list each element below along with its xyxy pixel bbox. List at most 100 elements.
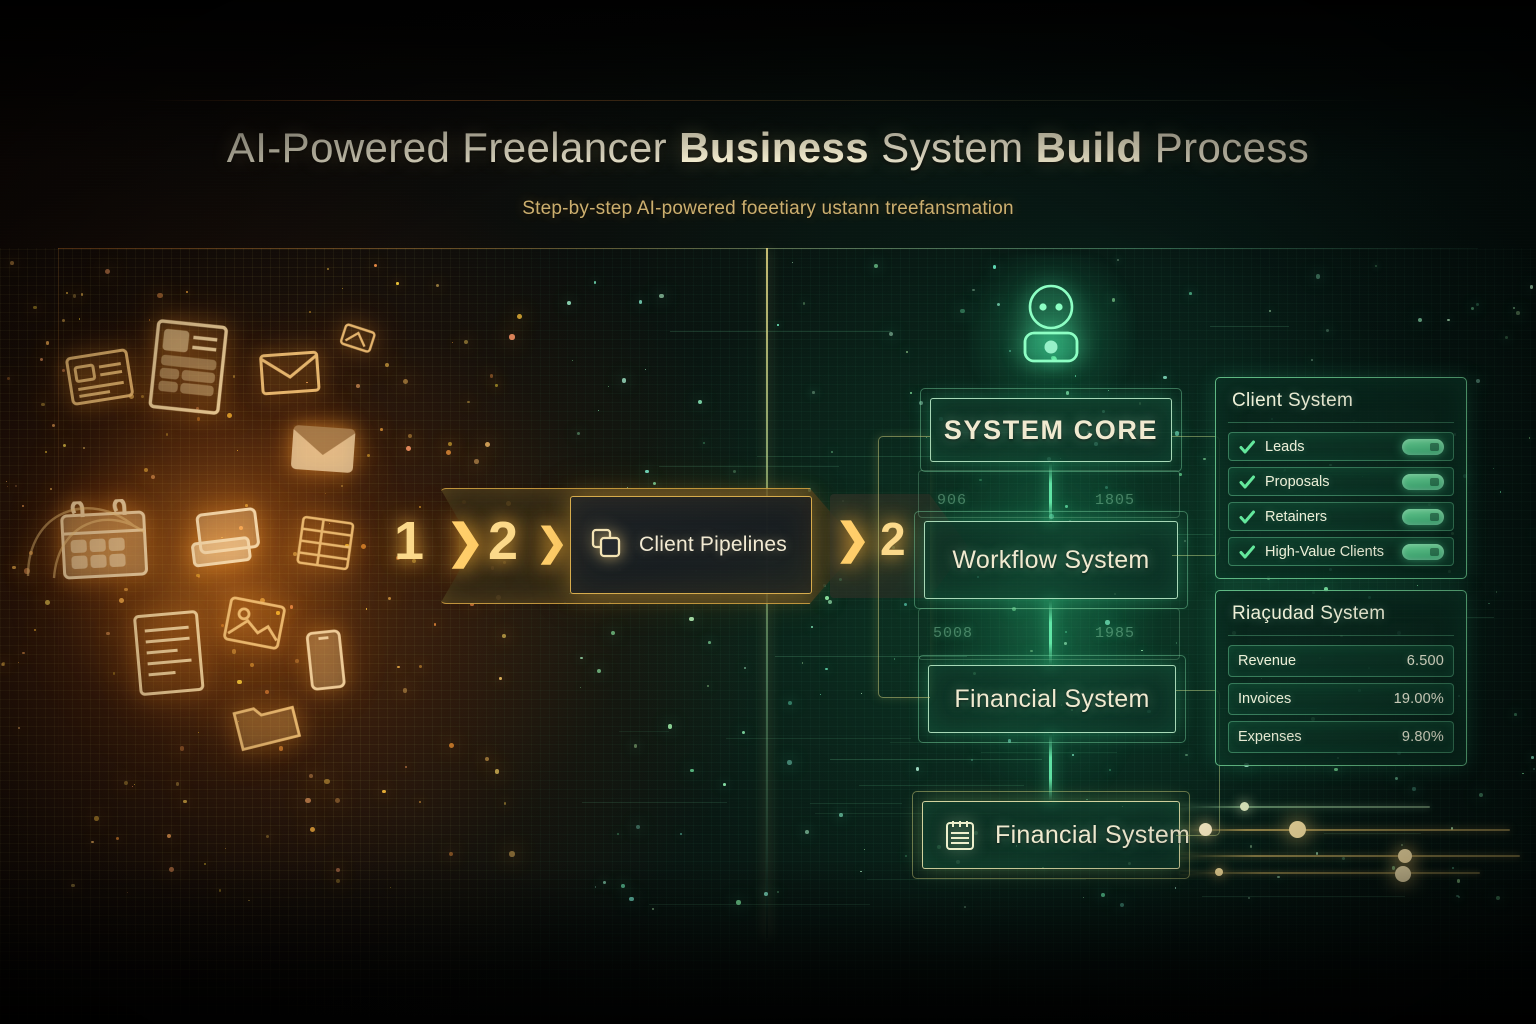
toggle-pill[interactable] — [1402, 543, 1444, 560]
circuit-trace — [1323, 832, 1422, 834]
particle — [621, 883, 626, 888]
particle — [1522, 772, 1524, 775]
top-divider-rule — [140, 100, 1396, 101]
title-part-1: Business — [679, 124, 882, 171]
particle — [874, 263, 878, 268]
panel-financial-metrics-title: Riaçudad System — [1228, 601, 1454, 636]
node-financial-system-label: Financial System — [954, 684, 1150, 713]
client-pipelines-card[interactable]: Client Pipelines — [570, 496, 812, 594]
particle — [1495, 895, 1500, 900]
table-row[interactable]: Expenses 9.80% — [1228, 721, 1454, 753]
document-icon — [147, 318, 229, 420]
title-part-4: Process — [1154, 124, 1310, 171]
step-number-2: 2 — [488, 511, 519, 571]
chaotic-document-icon-cluster — [0, 260, 500, 900]
table-row[interactable]: Invoices 19.00% — [1228, 683, 1454, 715]
particle — [509, 334, 515, 340]
step-number-1: 1 — [394, 511, 425, 571]
particle — [788, 700, 792, 705]
mail-filled-icon — [288, 423, 358, 480]
report-document-icon — [132, 609, 205, 701]
title-part-2: System — [881, 124, 1036, 171]
particle — [1475, 302, 1479, 306]
particle — [680, 832, 683, 835]
particle — [1401, 843, 1403, 846]
panel-client-system: Client System Leads Proposals — [1215, 377, 1467, 579]
node-financial-system[interactable]: Financial System — [918, 655, 1186, 743]
particle — [1505, 336, 1508, 339]
particle — [1412, 787, 1416, 791]
data-node — [1215, 868, 1223, 876]
circuit-trace — [725, 738, 911, 740]
list-item[interactable]: Proposals — [1228, 467, 1454, 496]
node-financial-system-detail[interactable]: Financial System — [912, 791, 1190, 879]
list-item[interactable]: High-Value Clients — [1228, 537, 1454, 566]
list-item-label: Retainers — [1265, 508, 1328, 525]
particle — [1268, 309, 1271, 312]
particle — [645, 469, 649, 474]
metric-label: Invoices — [1238, 691, 1292, 707]
data-node — [1398, 849, 1412, 863]
particle — [667, 724, 672, 729]
circuit-trace — [1209, 326, 1289, 328]
toggle-pill[interactable] — [1402, 508, 1444, 525]
table-row[interactable]: Revenue 6.500 — [1228, 645, 1454, 677]
particle — [1529, 285, 1534, 289]
particle — [652, 481, 657, 485]
list-item[interactable]: Leads — [1228, 432, 1454, 461]
page-title: AI-Powered Freelancer Business System Bu… — [0, 124, 1536, 172]
step-chevron-2: ❯ — [536, 522, 568, 564]
circuit-trace — [829, 759, 1042, 761]
circuit-trace — [809, 802, 902, 804]
particle — [629, 896, 634, 902]
data-node — [1395, 866, 1411, 882]
phone-icon — [305, 628, 348, 696]
particle — [1375, 265, 1377, 267]
node-workflow-system[interactable]: Workflow System — [914, 511, 1188, 609]
page-subtitle: Step-by-step AI-powered foeetiary ustann… — [522, 198, 1014, 219]
particle — [723, 782, 726, 786]
particle — [863, 848, 865, 850]
particle — [597, 409, 599, 411]
particle — [638, 300, 642, 304]
particle — [703, 442, 705, 445]
particle — [904, 855, 907, 858]
metric-value: 9.80% — [1401, 729, 1444, 745]
particle — [1188, 292, 1192, 295]
connection-arc — [24, 470, 174, 585]
spreadsheet-icon — [294, 515, 355, 577]
particle — [777, 324, 779, 326]
particle — [1417, 317, 1422, 322]
frame-upper — [918, 470, 1180, 518]
particle — [579, 686, 581, 688]
particle — [509, 851, 515, 857]
data-line — [1180, 806, 1430, 808]
circuit-trace — [889, 742, 1017, 744]
toggle-pill[interactable] — [1402, 438, 1444, 455]
document-lines-icon — [945, 819, 975, 851]
particle — [617, 832, 620, 835]
particle — [501, 633, 506, 638]
circuit-trace — [1202, 896, 1406, 898]
particle — [1101, 892, 1106, 897]
title-part-0: AI-Powered Freelancer — [226, 124, 680, 171]
particle — [825, 667, 828, 671]
particle — [1476, 378, 1480, 383]
toggle-pill[interactable] — [1402, 473, 1444, 490]
list-item-label: Leads — [1265, 438, 1305, 455]
particle — [787, 760, 792, 765]
particle — [1533, 768, 1535, 770]
particle — [596, 668, 602, 673]
node-system-core[interactable]: SYSTEM CORE — [920, 388, 1182, 472]
particle — [593, 281, 596, 284]
particle — [1341, 856, 1345, 860]
data-line — [1180, 829, 1510, 831]
list-item[interactable]: Retainers — [1228, 502, 1454, 531]
id-card-icon — [64, 347, 136, 411]
panel-client-system-title: Client System — [1228, 388, 1454, 423]
image-icon — [221, 595, 288, 656]
list-item-label: Proposals — [1265, 473, 1330, 490]
ai-robot-icon — [968, 255, 1134, 425]
circuit-trace — [648, 903, 870, 905]
